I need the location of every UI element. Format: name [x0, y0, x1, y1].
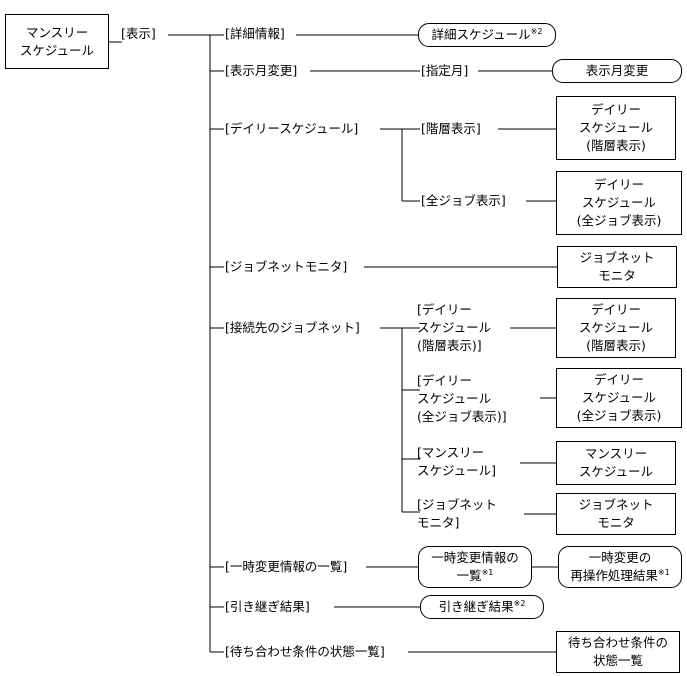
result-conn-jobnet-monitor: ジョブネット モニタ [556, 493, 676, 535]
sub-conn-daily-all: [デイリー スケジュール (全ジョブ表示)] [417, 373, 507, 424]
result-daily-hier: デイリー スケジュール (階層表示) [556, 96, 676, 160]
root-monthly-schedule-box: マンスリー スケジュール [5, 14, 109, 69]
note-marker: ※2 [530, 26, 543, 36]
menu-temp-change-list: [一時変更情報の一覧] [224, 559, 349, 574]
result-conn-daily-all: デイリー スケジュール (全ジョブ表示) [556, 368, 682, 428]
sub-conn-daily-hier: [デイリー スケジュール (階層表示)] [417, 302, 492, 353]
result-conn-daily-hier: デイリー スケジュール (階層表示) [556, 298, 676, 358]
menu-jobnet-monitor: [ジョブネットモニタ] [224, 259, 349, 274]
menu-month-change: [表示月変更] [224, 63, 299, 78]
menu-detail-info: [詳細情報] [224, 26, 286, 41]
result-detail-schedule: 詳細スケジュール※2 [418, 23, 556, 47]
menu-wait-condition-list: [待ち合わせ条件の状態一覧] [224, 644, 386, 659]
sub-all-jobs-view: [全ジョブ表示] [420, 193, 507, 208]
note-marker: ※1 [481, 567, 494, 577]
menu-handover-result: [引き継ぎ結果] [224, 599, 311, 614]
sub-hierarchy-view: [階層表示] [420, 121, 482, 136]
result-jobnet-monitor: ジョブネット モニタ [557, 246, 677, 288]
sub-conn-monthly: [マンスリー スケジュール] [417, 445, 497, 478]
result-wait-condition-list: 待ち合わせ条件の 状態一覧 [556, 631, 680, 673]
result-temp-change-list: 一時変更情報の 一覧※1 [418, 546, 532, 588]
root-label: マンスリー スケジュール [19, 24, 95, 58]
result-month-change: 表示月変更 [552, 59, 682, 83]
note-marker: ※2 [513, 598, 526, 608]
result-handover-result: 引き継ぎ結果※2 [420, 595, 544, 619]
note-marker: ※1 [657, 567, 670, 577]
result-temp-change-reop: 一時変更の 再操作処理結果※1 [558, 546, 682, 588]
sub-conn-jobnet-monitor: [ジョブネット モニタ] [417, 497, 497, 530]
menu-show: [表示] [120, 26, 157, 41]
sub-specified-month: [指定月] [420, 63, 470, 78]
menu-connected-jobnet: [接続先のジョブネット] [224, 320, 361, 335]
result-conn-monthly: マンスリー スケジュール [556, 441, 676, 485]
menu-daily-schedule: [デイリースケジュール] [224, 121, 360, 136]
result-daily-all: デイリー スケジュール (全ジョブ表示) [556, 171, 682, 235]
